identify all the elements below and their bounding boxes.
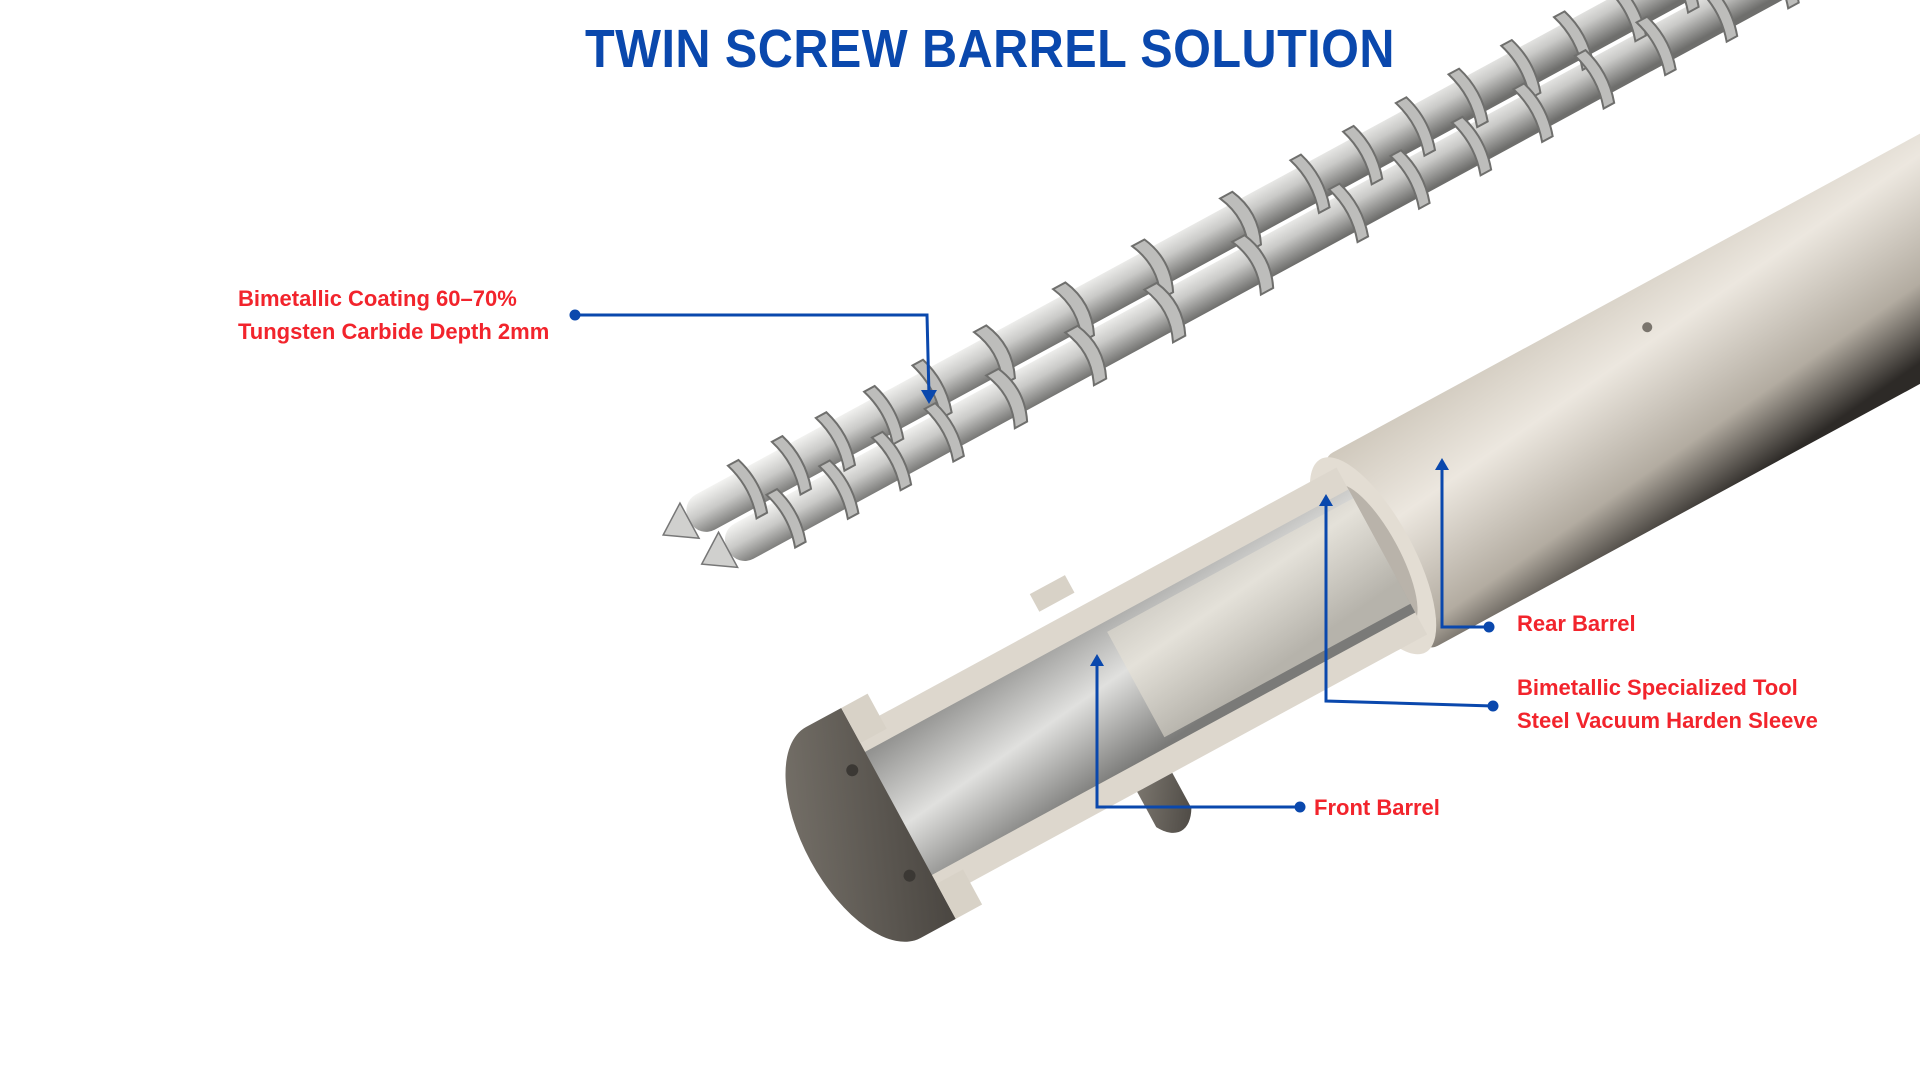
- callout-line-sleeve: [1324, 502, 1494, 708]
- label-line: Front Barrel: [1314, 795, 1440, 820]
- label-rear-barrel: Rear Barrel: [1517, 607, 1636, 640]
- callout-lines: [575, 313, 1494, 809]
- twin-screws: [661, 0, 1920, 569]
- callout-line-front-barrel: [1095, 662, 1300, 809]
- barrel-assembly: [785, 34, 1920, 942]
- callout-dot-icon: [1294, 801, 1306, 813]
- callout-dot-icon: [569, 309, 581, 321]
- label-line: Bimetallic Coating 60–70%: [238, 286, 517, 311]
- label-line: Steel Vacuum Harden Sleeve: [1517, 708, 1818, 733]
- label-line: Tungsten Carbide Depth 2mm: [238, 319, 550, 344]
- label-line: Bimetallic Specialized Tool: [1517, 675, 1798, 700]
- label-sleeve: Bimetallic Specialized Tool Steel Vacuum…: [1517, 671, 1818, 737]
- callout-dot-icon: [1487, 700, 1499, 712]
- callout-dot-icon: [1483, 621, 1495, 633]
- arrowhead-icon: [921, 390, 937, 404]
- page-title: TWIN SCREW BARREL SOLUTION: [585, 19, 1395, 79]
- arrowhead-icon: [1090, 654, 1104, 666]
- arrowhead-icon: [1319, 494, 1333, 506]
- callout-markers: [569, 309, 1499, 813]
- callout-line-rear-barrel: [1440, 466, 1489, 629]
- label-front-barrel: Front Barrel: [1314, 791, 1440, 824]
- callout-line-screw-coating: [575, 313, 931, 397]
- arrowhead-icon: [1435, 458, 1449, 470]
- label-screw-coating: Bimetallic Coating 60–70% Tungsten Carbi…: [238, 282, 549, 348]
- label-line: Rear Barrel: [1517, 611, 1636, 636]
